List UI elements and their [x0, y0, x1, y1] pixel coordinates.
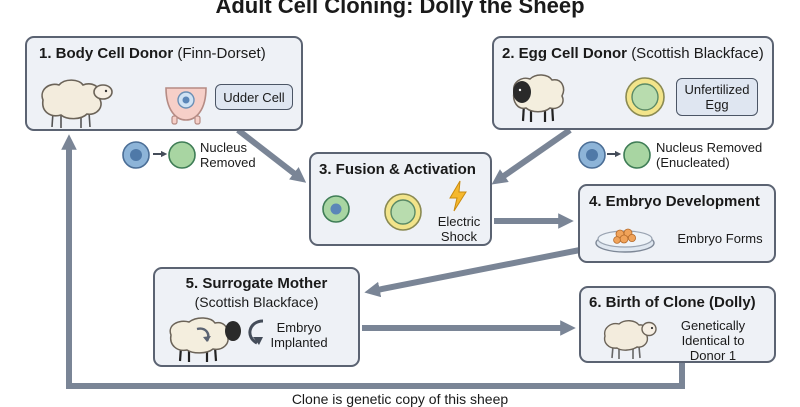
step-4-title: 4. Embryo Development	[589, 193, 760, 210]
diagram-title: Adult Cell Cloning: Dolly the Sheep	[215, 0, 585, 18]
embryo-implanted-label: Embryo Implanted	[270, 320, 328, 350]
step-3-title: 3. Fusion & Activation	[319, 161, 476, 178]
egg-enucleated-label: Nucleus Removed (Enucleated)	[656, 140, 763, 170]
step-6-title: 6. Birth of Clone (Dolly)	[589, 294, 756, 311]
petri-dish-embryo-icon	[595, 228, 655, 253]
step-2-subtitle: (Scottish Blackface)	[631, 45, 764, 62]
flow-arrows	[61, 127, 685, 389]
enucleated-cell-icon	[168, 141, 196, 169]
clone-loop-caption: Clone is genetic copy of this sheep	[291, 391, 509, 407]
arrow-donor-to-fusion	[236, 127, 307, 183]
dolly-lamb-icon	[603, 320, 657, 359]
egg-cell-icon	[625, 77, 665, 117]
step-embryo-development: 4. Embryo Development Embryo Forms	[578, 184, 776, 263]
step-5-title: 5. Surrogate Mother	[185, 275, 328, 292]
blackface-sheep-icon	[512, 74, 565, 122]
udder-icon	[165, 87, 207, 125]
surrogate-sheep-icon	[169, 317, 241, 362]
arrow-egg-to-fusion	[491, 127, 572, 185]
fused-egg-icon	[384, 193, 422, 231]
step-body-cell-donor: 1. Body Cell Donor (Finn-Dorset) Udder C…	[25, 36, 303, 131]
step-2-title: 2. Egg Cell Donor	[502, 45, 628, 62]
egg-nucleus-cell-icon	[578, 141, 606, 169]
arrow-clone-loop-to-donor	[61, 134, 685, 389]
embryo-forms-label: Embryo Forms	[677, 231, 763, 246]
step-egg-cell-donor: 2. Egg Cell Donor (Scottish Blackface) U…	[492, 36, 774, 130]
step-fusion-activation: 3. Fusion & Activation Electric Shock	[309, 152, 492, 246]
step-5-subtitle: (Scottish Blackface)	[194, 294, 319, 310]
arrow-embryo-to-surrogate	[364, 247, 581, 298]
step-surrogate-mother: 5. Surrogate Mother (Scottish Blackface)…	[153, 267, 360, 367]
implant-curve-arrow-icon	[248, 319, 264, 345]
donor-nucleus-cell-icon	[122, 141, 150, 169]
step-1-title: 1. Body Cell Donor	[39, 45, 174, 62]
donor-nucleus-label: Nucleus Removed	[200, 140, 256, 170]
unfertilized-egg-pill: Unfertilized Egg	[676, 78, 758, 116]
finn-dorset-sheep-icon	[41, 79, 113, 128]
electric-shock-label: Electric Shock	[437, 214, 481, 244]
egg-enucleated-cell-icon	[623, 141, 651, 169]
udder-cell-pill: Udder Cell	[215, 84, 293, 110]
genetically-identical-label: Genetically Identical to Donor 1	[680, 318, 746, 363]
step-1-subtitle: (Finn-Dorset)	[177, 45, 266, 62]
donor-cell-icon	[322, 195, 350, 223]
step-birth-of-clone: 6. Birth of Clone (Dolly) Genetically Id…	[579, 286, 776, 363]
lightning-icon	[449, 180, 467, 212]
